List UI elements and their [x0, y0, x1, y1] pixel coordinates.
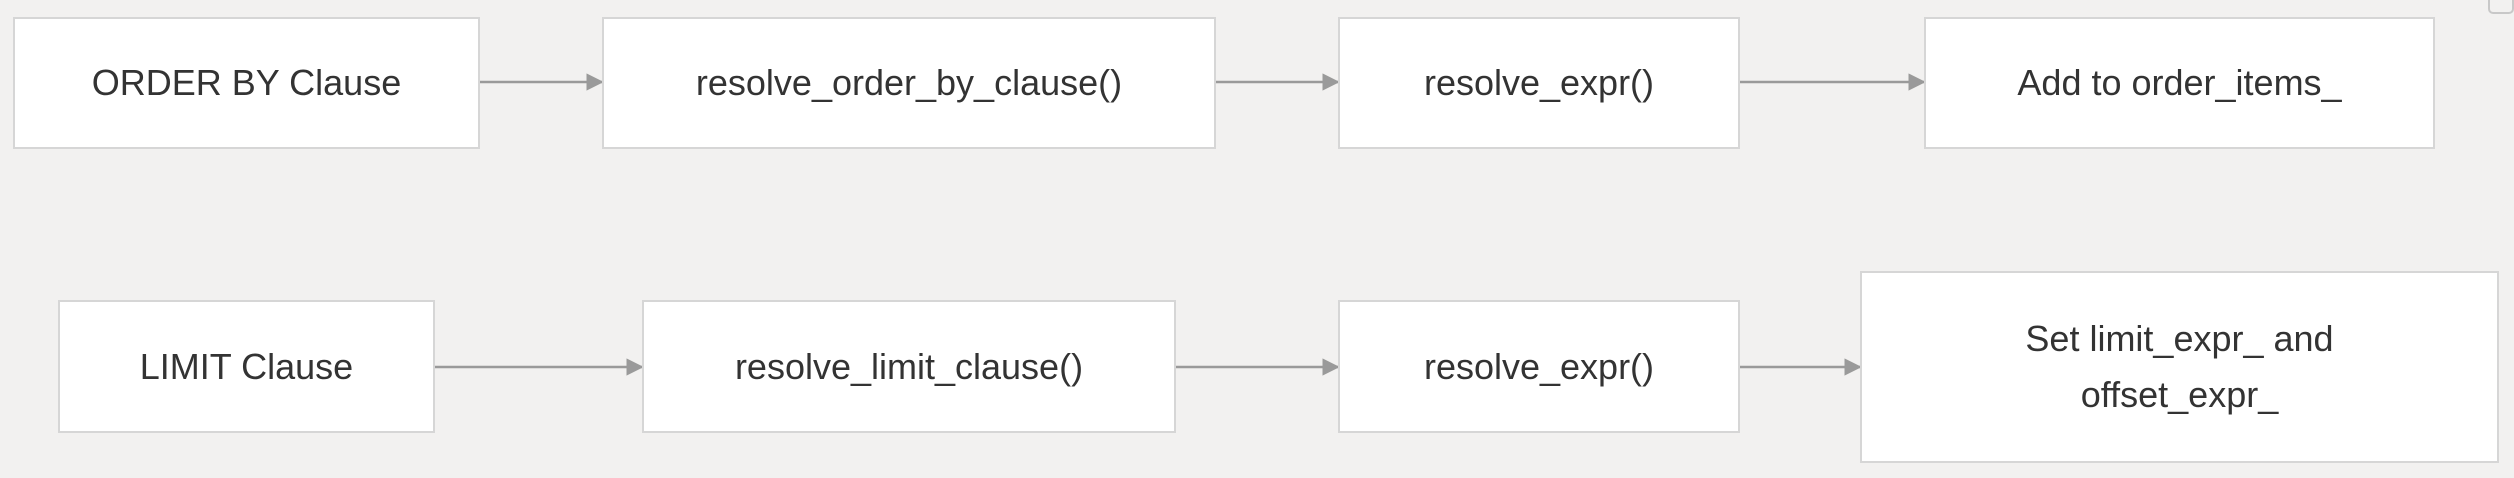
expand-icon[interactable] — [2488, 0, 2514, 14]
node-label: ORDER BY Clause — [91, 62, 402, 103]
node-label: resolve_expr() — [1423, 345, 1655, 387]
node-label: Set limit_expr_ and offset_expr_ — [2025, 318, 2334, 415]
node-resolve-order-by-clause[interactable]: resolve_order_by_clause() — [602, 17, 1216, 149]
node-label: resolve_order_by_clause() — [695, 62, 1123, 103]
node-label: resolve_expr() — [1423, 62, 1655, 103]
node-limit-clause[interactable]: LIMIT Clause — [58, 300, 435, 433]
node-add-to-order-items[interactable]: Add to order_items_ — [1924, 17, 2435, 149]
node-label: resolve_limit_clause() — [734, 345, 1084, 387]
node-order-by-clause[interactable]: ORDER BY Clause — [13, 17, 480, 149]
node-resolve-expr-order[interactable]: resolve_expr() — [1338, 17, 1740, 149]
node-set-limit-offset[interactable]: Set limit_expr_ and offset_expr_ — [1860, 271, 2499, 463]
node-label: Add to order_items_ — [2017, 62, 2342, 103]
node-label: LIMIT Clause — [139, 345, 354, 387]
node-resolve-expr-limit[interactable]: resolve_expr() — [1338, 300, 1740, 433]
node-resolve-limit-clause[interactable]: resolve_limit_clause() — [642, 300, 1176, 433]
